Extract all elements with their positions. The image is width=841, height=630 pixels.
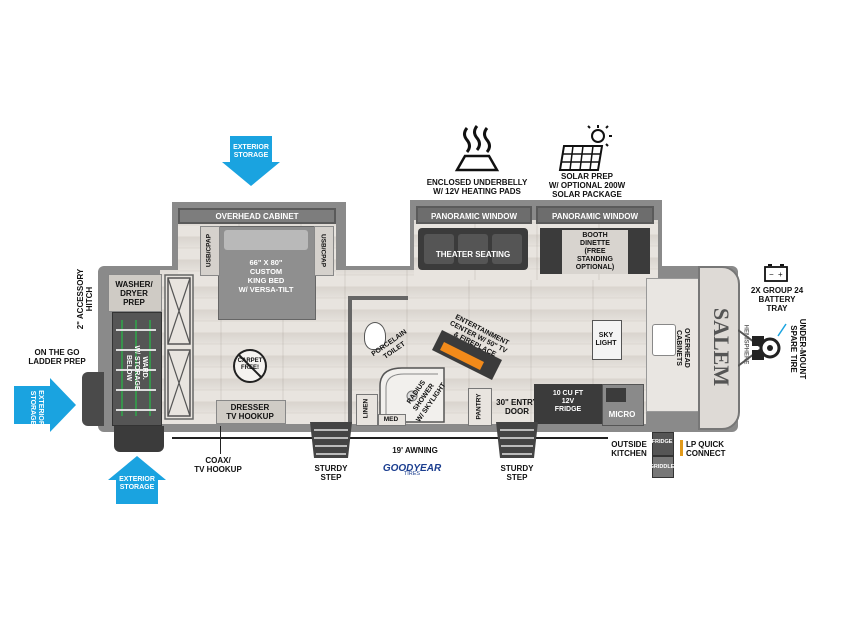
- med-cabinet: [378, 414, 406, 426]
- nightstand-left: [200, 226, 220, 276]
- outside-griddle: [652, 456, 674, 478]
- nightstand-right: [314, 226, 334, 276]
- exterior-storage-bottom-label: EXTERIOR STORAGE: [119, 476, 155, 491]
- carpet-free-icon: [233, 349, 267, 383]
- micro-label: MICRO: [608, 410, 636, 419]
- theater-seat-2: [458, 234, 488, 264]
- dresser-label: DRESSER TV HOOKUP: [226, 403, 274, 421]
- panoramic-window-1-label: PANORAMIC WINDOW: [430, 212, 518, 221]
- tires-label: TIRES: [403, 471, 421, 477]
- radius-shower: [379, 367, 445, 423]
- closet-doors: [164, 274, 194, 420]
- lp-connect-marker: [680, 440, 683, 456]
- bath-wall: [348, 296, 352, 424]
- sturdy-step-1: [310, 422, 352, 458]
- solar-panel-icon: [558, 125, 612, 171]
- sturdy-step-1-label: STURDY STEP: [314, 464, 348, 482]
- bath-wall-top: [348, 296, 408, 300]
- awning-label: 19' AWNING: [392, 446, 438, 455]
- solar-prep-label: SOLAR PREP W/ OPTIONAL 200W SOLAR PACKAG…: [548, 172, 626, 199]
- front-cap: [82, 372, 104, 426]
- battery-tray-label: 2X GROUP 24 BATTERY TRAY: [750, 286, 804, 313]
- rear-cap: [698, 266, 740, 430]
- coax-label: COAX/ TV HOOKUP: [194, 456, 242, 474]
- sky-light: [592, 320, 622, 360]
- sturdy-step-2: [496, 422, 538, 458]
- ladder-prep-label: ON THE GO LADDER PREP: [28, 348, 86, 366]
- linen-closet: [356, 394, 378, 426]
- spare-tire-label: UNDER-MOUNT SPARE TIRE: [789, 318, 807, 380]
- bed-pillows: [224, 230, 308, 250]
- kitchen-sink: [652, 324, 676, 356]
- panoramic-window-right: [536, 206, 654, 224]
- enclosed-underbelly-label: ENCLOSED UNDERBELLY W/ 12V HEATING PADS: [426, 178, 528, 196]
- panoramic-window-left: [416, 206, 532, 224]
- wardrobe-label: WARD. W/ STORAGE BELOW: [125, 345, 148, 391]
- battery-icon: − +: [764, 264, 788, 282]
- awning-line: [172, 437, 608, 439]
- outside-fridge: [652, 432, 674, 456]
- usb-cpap-left-label: USB/CPAP: [205, 233, 213, 268]
- exterior-storage-left-label: EXTERIOR STORAGE: [29, 390, 44, 426]
- outside-kitchen-label: OUTSIDE KITCHEN: [611, 440, 647, 458]
- carpet-free-label: CARPET FREE!: [237, 358, 263, 371]
- bottom-storage-box: [114, 426, 164, 452]
- fridge-main-label: 10 CU FT 12V FRIDGE: [552, 390, 584, 413]
- pantry-label: PANTRY: [475, 393, 483, 420]
- exterior-storage-arrow-top: [222, 136, 280, 186]
- overhead-cabinets-label: OVERHEAD CABINETS: [675, 328, 690, 368]
- theater-seat-1: [424, 234, 454, 264]
- dinette-table: [562, 230, 628, 274]
- goodyear-text: GOODYEAR: [382, 463, 442, 474]
- exterior-storage-arrow-bottom: [108, 456, 166, 504]
- med-label: MED: [383, 416, 399, 423]
- lp-connect-label: LP QUICK CONNECT: [686, 440, 726, 458]
- sky-light-label: SKY LIGHT: [595, 332, 617, 347]
- entertainment-center: [432, 330, 502, 380]
- exterior-storage-top-label: EXTERIOR STORAGE: [233, 144, 269, 159]
- svg-text:+: +: [778, 270, 783, 279]
- linen-label: LINEN: [362, 398, 370, 419]
- brand-label: SALEM: [709, 307, 734, 387]
- pantry: [468, 388, 492, 426]
- entry-door-label: 30" ENTRY DOOR: [496, 398, 538, 416]
- spare-tire-icon: [738, 323, 787, 367]
- goodyear-logo: GOODYEAR: [364, 458, 460, 474]
- coax-leader: [220, 426, 221, 454]
- griddle-label: GRIDDLE: [649, 464, 675, 470]
- heating-pads-icon: [454, 125, 500, 172]
- washer-dryer: [108, 274, 162, 312]
- booth-dinette-label: BOOTH DINETTE (FREE STANDING OPTIONAL): [575, 232, 615, 271]
- washer-dryer-label: WASHER/ DRYER PREP: [115, 280, 153, 307]
- panoramic-window-2-label: PANORAMIC WINDOW: [551, 212, 639, 221]
- overhead-cabinet-label: OVERHEAD CABINET: [215, 212, 299, 221]
- king-bed-label: 66" X 80" CUSTOM KING BED W/ VERSA-TILT: [238, 258, 294, 294]
- exterior-storage-arrow-left: [14, 378, 76, 432]
- fridge-main: [534, 384, 602, 424]
- usb-cpap-right-label: USB/CPAP: [319, 233, 327, 268]
- toilet: [364, 322, 386, 350]
- svg-text:−: −: [769, 270, 774, 279]
- overhead-cabinet: [178, 208, 336, 224]
- accessory-hitch-label: 2" ACCESSORY HITCH: [76, 268, 94, 330]
- theater-seating-label: THEATER SEATING: [435, 250, 511, 259]
- micro-window: [606, 388, 626, 402]
- wardrobe-hangers: [116, 320, 156, 416]
- fridge-outside-label: FRIDGE: [651, 439, 673, 445]
- dresser: [216, 400, 286, 424]
- sturdy-step-2-label: STURDY STEP: [500, 464, 534, 482]
- theater-seat-3: [492, 234, 522, 264]
